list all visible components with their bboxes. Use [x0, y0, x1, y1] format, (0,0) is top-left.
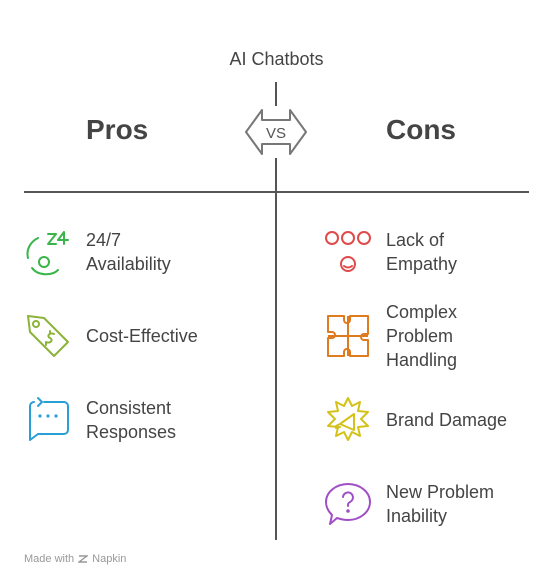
puzzle-icon [327, 315, 369, 357]
question-bubble-icon [325, 483, 371, 525]
napkin-logo-icon [78, 555, 89, 563]
pros-heading: Pros [86, 114, 149, 145]
brand-name: Napkin [92, 553, 127, 565]
vs-badge: VS [244, 106, 308, 158]
vertical-divider [275, 158, 277, 540]
cons-item-empathy [324, 228, 372, 281]
cons-item-label: Brand Damage [386, 410, 508, 430]
pros-item-consistent [24, 396, 72, 449]
horizontal-divider [24, 191, 529, 193]
diagram-title: AI Chatbots [229, 49, 324, 69]
cons-item-new-problem [324, 480, 372, 533]
made-with-text: Made with [24, 553, 75, 565]
pros-item-label: Cost-Effective [86, 326, 198, 346]
price-tag-icon [27, 315, 69, 357]
pros-item-label: Consistent Responses [86, 398, 177, 442]
chat-repeat-icon [29, 397, 69, 441]
cons-heading: Cons [386, 114, 456, 145]
vertical-divider-top [275, 82, 277, 106]
cons-item-label: New Problem Inability [386, 482, 495, 526]
double-arrow-icon: VS [245, 109, 307, 155]
pros-item-availability [24, 228, 72, 281]
pros-item-label: 24/7 Availability [86, 230, 171, 274]
megaphone-burst-icon [327, 397, 369, 441]
footer: Made with Napkin [24, 553, 126, 565]
emotions-faces-icon [325, 231, 371, 272]
cons-item-brand [324, 396, 372, 449]
cons-item-label: Complex Problem Handling [386, 302, 458, 370]
cons-item-label: Lack of Empathy [386, 230, 458, 274]
cons-item-complex [324, 312, 372, 365]
vs-label: VS [266, 125, 286, 142]
clock-24-icon [26, 231, 69, 276]
pros-item-cost [24, 312, 72, 365]
